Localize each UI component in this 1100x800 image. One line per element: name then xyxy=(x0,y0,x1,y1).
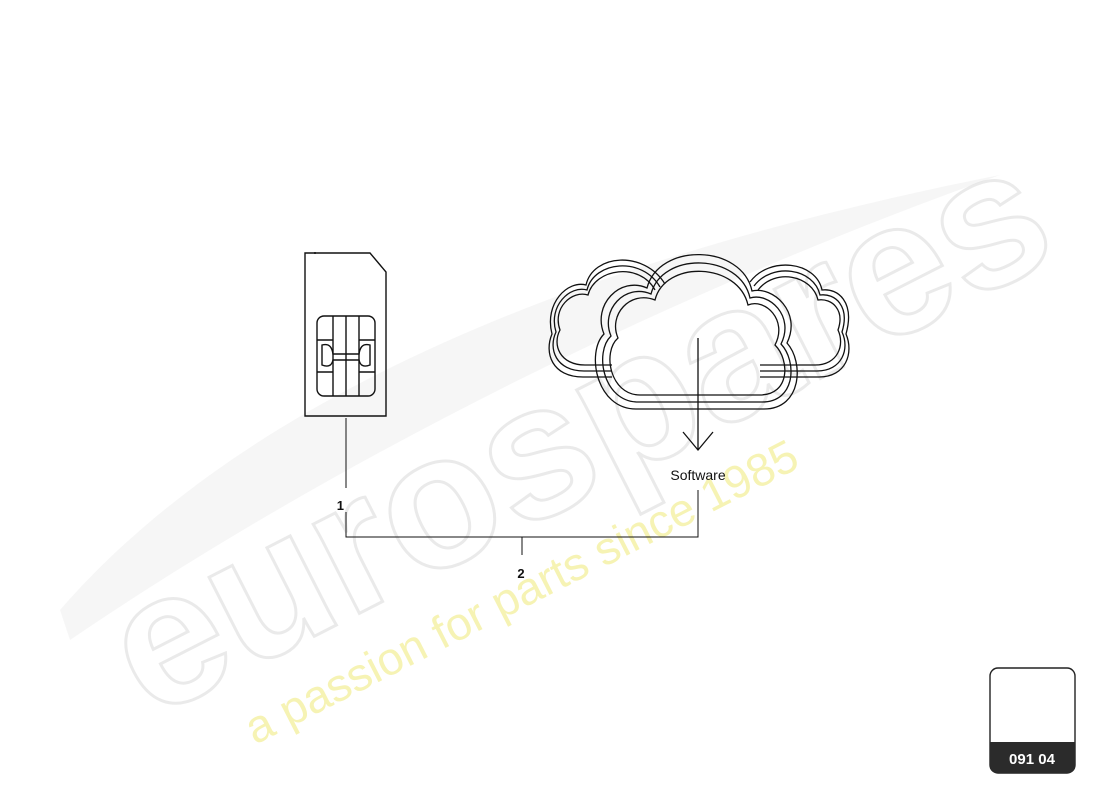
leader-lines xyxy=(345,418,699,555)
software-label: Software xyxy=(670,467,725,483)
sim-card-icon xyxy=(304,252,387,417)
badge-code: 091 04 xyxy=(1009,751,1056,768)
watermark: eurospares a passion for parts since 198… xyxy=(60,101,1083,758)
watermark-brand: eurospares xyxy=(72,103,1081,757)
cloud-download-icon xyxy=(548,253,850,452)
badge-code-bar xyxy=(990,742,1075,773)
reference-badge: 091 04 xyxy=(989,667,1076,774)
callout-1: 1 xyxy=(337,498,344,513)
callout-2: 2 xyxy=(517,566,524,581)
